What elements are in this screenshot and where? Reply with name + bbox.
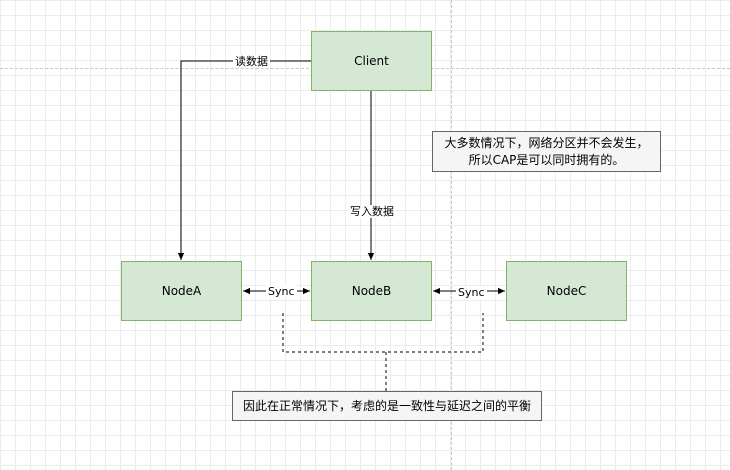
node-a[interactable]: NodeA [121,261,242,321]
node-b-label: NodeB [351,284,392,298]
page-break-guide-vertical [451,0,452,470]
node-c-label: NodeC [546,284,587,298]
note-balance-text: 因此在正常情况下，考虑的是一致性与延迟之间的平衡 [242,398,531,413]
note-cap-line2: 所以CAP是可以同时拥有的。 [468,152,625,167]
edge-label-write: 写入数据 [348,205,396,218]
dashed-bracket[interactable] [282,313,484,353]
node-c[interactable]: NodeC [506,261,627,321]
node-client-label: Client [354,54,389,68]
note-balance[interactable]: 因此在正常情况下，考虑的是一致性与延迟之间的平衡 [232,391,542,421]
edge-label-read: 读数据 [233,55,270,68]
edge-label-sync-bc: Sync [456,286,487,299]
note-cap[interactable]: 大多数情况下，网络分区并不会发生， 所以CAP是可以同时拥有的。 [432,131,661,172]
edge-label-sync-ab: Sync [266,285,297,298]
node-client[interactable]: Client [311,31,432,91]
node-a-label: NodeA [161,284,202,298]
node-b[interactable]: NodeB [311,261,432,321]
edge-client-to-nodea[interactable] [177,60,311,260]
note-cap-line1: 大多数情况下，网络分区并不会发生， [444,135,649,150]
